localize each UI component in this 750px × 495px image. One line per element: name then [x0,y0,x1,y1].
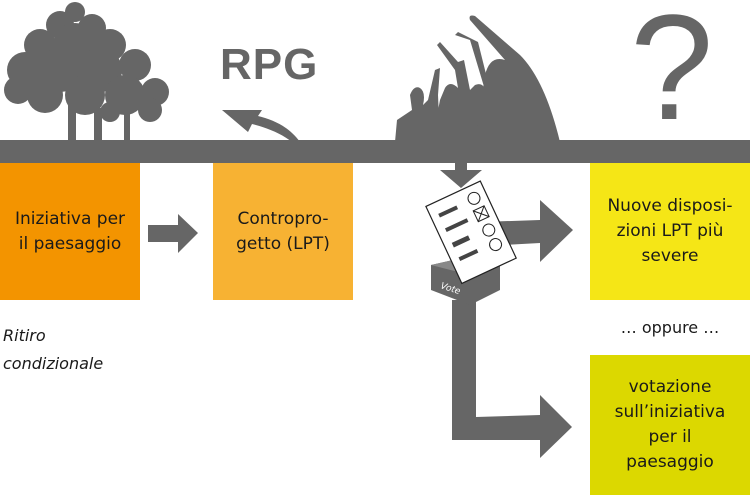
curved-arrow-icon [222,110,300,142]
ballot-box-icon: Vote [425,180,518,305]
tree-icon [4,2,169,143]
box-new-provisions: Nuove disposi- zioni LPT più severe [590,163,750,300]
box-vote-initiative: votazione sull’iniziativa per il paesagg… [590,355,750,495]
or-separator: … oppure … [620,318,720,337]
box-new-provisions-text: Nuove disposi- zioni LPT più severe [607,196,733,266]
question-mark-icon: ? [630,0,714,151]
rpg-label: RPG [220,40,319,89]
box-counterproject-text: Contropro- getto (LPT) [236,208,330,254]
box-counterproject: Contropro- getto (LPT) [213,163,353,300]
box-initiative-text: Iniziativa per il paesaggio [14,208,126,254]
arrow-initiative-to-counterproject [148,214,198,253]
box-initiative: Iniziativa per il paesaggio [0,163,140,300]
conditional-withdrawal-note: Ritiro condizionale [3,326,104,373]
arrow-to-vote-initiative [452,300,572,458]
crowd-icon [395,15,560,142]
arrow-down-to-vote [440,163,482,188]
arrow-to-new-provisions [480,200,573,262]
ground-bar [0,140,750,163]
box-vote-initiative-text: votazione sull’iniziativa per il paesagg… [614,377,726,472]
